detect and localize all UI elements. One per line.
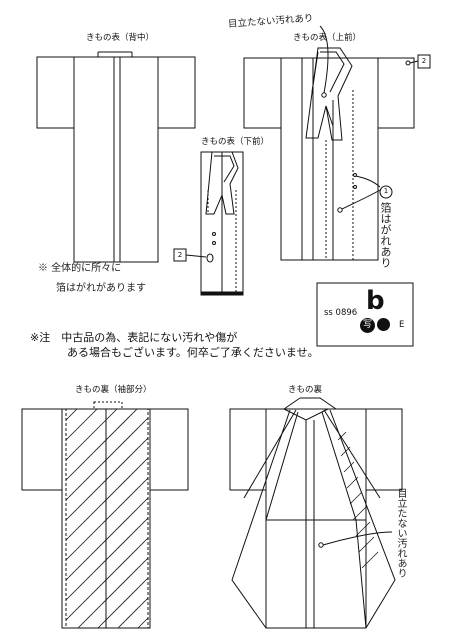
annotation-inconspicuous-stain-lining: 目立たない汚れあり [395, 488, 406, 578]
label-lining: きもの裏 [288, 385, 323, 395]
used-item-notice: ※注 中古品の為、表記にない汚れや傷が ある場合もございます。何卒ご了承ください… [30, 330, 319, 360]
marker-2-lower: 2 [177, 251, 183, 259]
notice-line-2: ある場合もございます。何卒ご了承くださいませ。 [67, 346, 319, 359]
label-upper-front: きもの表（上前） [293, 33, 362, 43]
kimono-sleeve-lining-diagram [21, 401, 189, 629]
notice-line-1: ※注 中古品の為、表記にない汚れや傷が [30, 331, 238, 344]
stock-mark-photo: 写 [360, 318, 375, 333]
kimono-upper-front-diagram [243, 25, 431, 261]
stock-mark-e: E [399, 320, 405, 330]
label-back: きもの表（背中） [86, 33, 155, 43]
label-sleeve-lining: きもの裏（袖部分） [75, 385, 152, 395]
marker-2-upper: 2 [421, 57, 427, 65]
kimono-lining-diagram [229, 397, 403, 629]
label-lower-front: きもの表（下前） [201, 137, 270, 147]
annotation-overall-note-line2: 箔はがれがあります [56, 283, 146, 294]
annotation-overall-note-line1: ※ 全体的に所々に [38, 263, 122, 274]
kimono-back-diagram [36, 51, 196, 263]
stock-mark-b: b [366, 286, 385, 316]
stock-code: ss 0896 [324, 308, 358, 318]
annotation-foil-peeling: 箔はがれあり [379, 202, 392, 268]
stock-stamp [316, 282, 414, 347]
kimono-lower-front-diagram [173, 151, 244, 296]
stock-mark-circle-icon [377, 318, 390, 331]
marker-1: 1 [383, 187, 389, 195]
